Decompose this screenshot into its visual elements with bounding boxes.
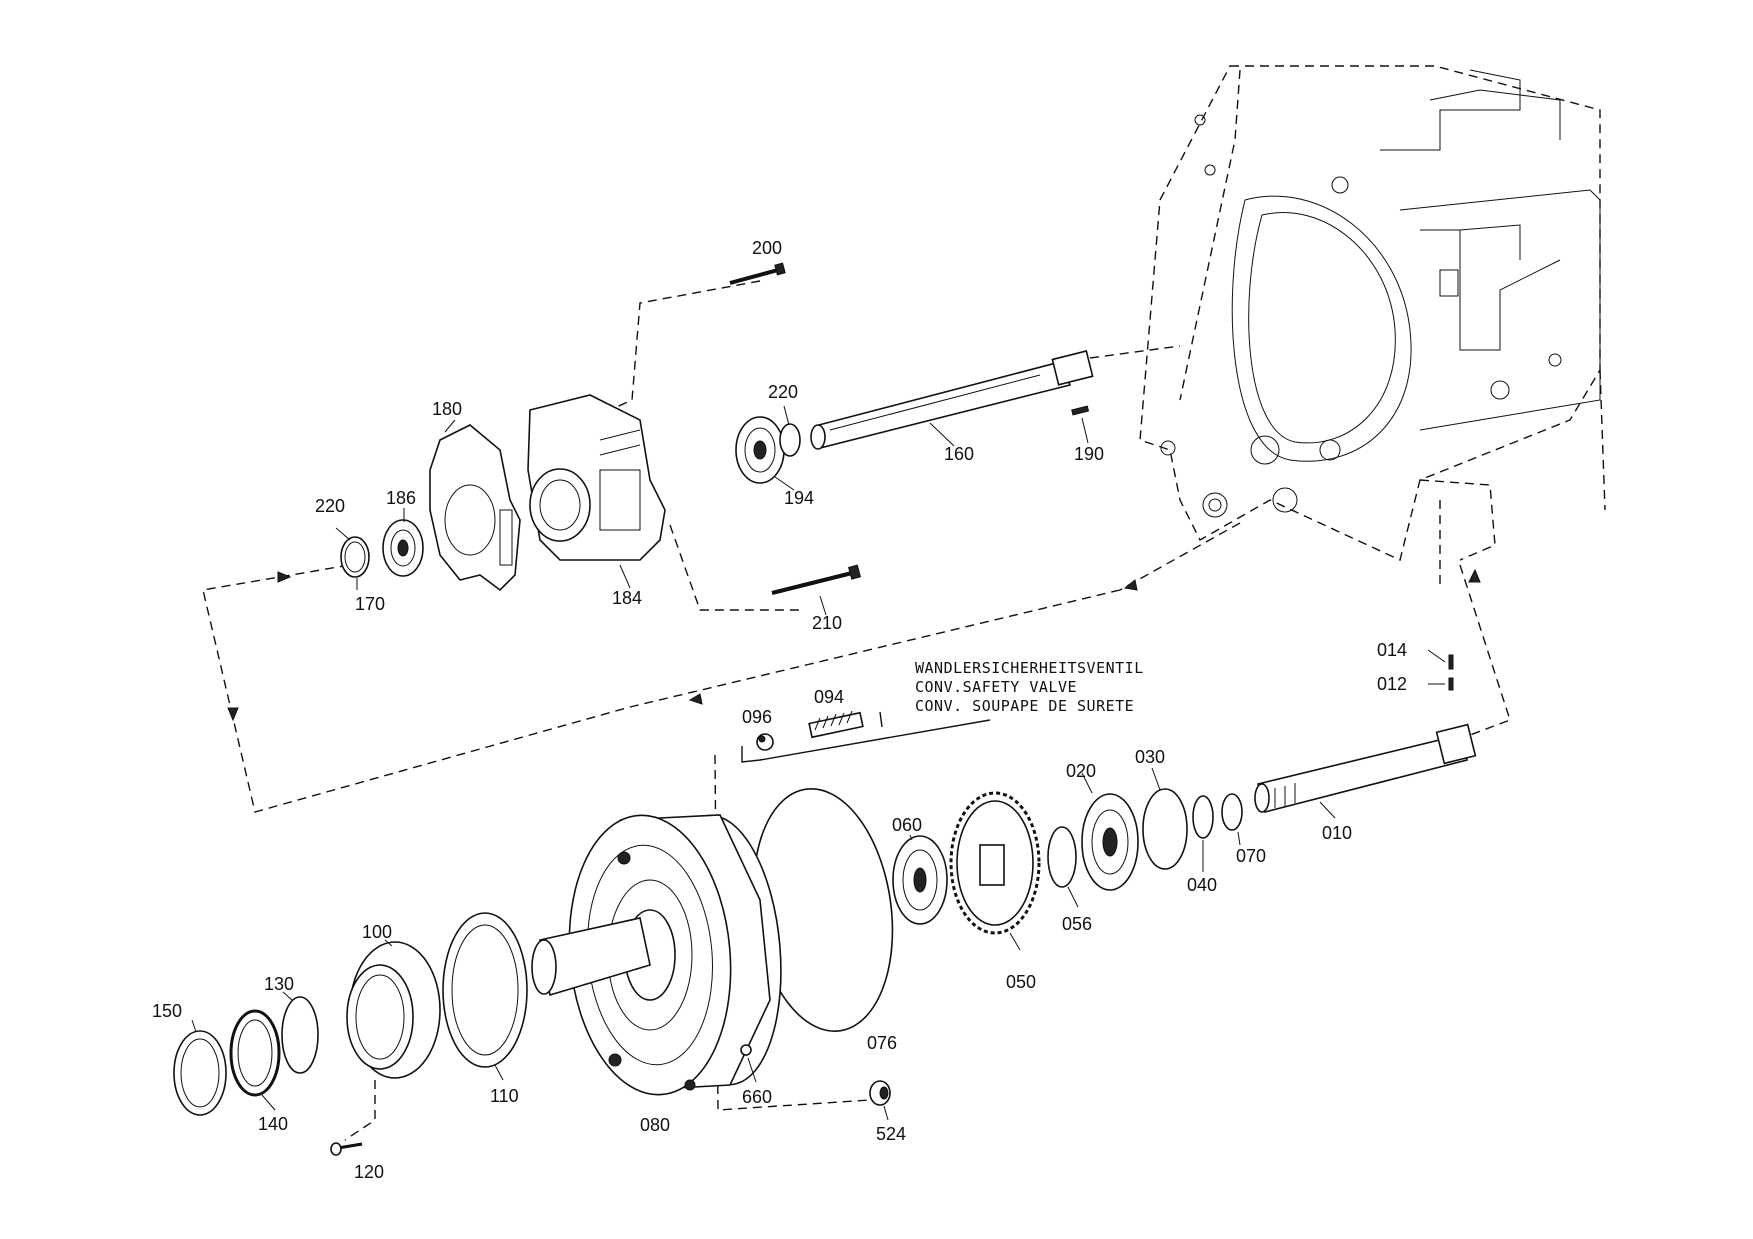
arrow-marker: [1123, 579, 1138, 591]
label-150: 150: [152, 1001, 182, 1021]
part-056-ring: [1047, 826, 1077, 888]
label-184: 184: [612, 588, 642, 608]
part-200-bolt: [729, 262, 786, 285]
part-220-ring: [779, 423, 801, 457]
part-labels: 200 220 180 160 190 220 186 194 184 170 …: [152, 238, 1407, 1182]
part-160-shaft: [810, 350, 1094, 450]
label-660: 660: [742, 1087, 772, 1107]
label-200: 200: [752, 238, 782, 258]
part-120-screw: [330, 1142, 363, 1156]
transmission-housing: [1139, 65, 1606, 590]
guide-line-160: [1089, 345, 1181, 359]
label-130: 130: [264, 974, 294, 994]
label-076: 076: [867, 1033, 897, 1053]
label-014: 014: [1377, 640, 1407, 660]
part-030-disc: [1142, 788, 1188, 870]
label-120: 120: [354, 1162, 384, 1182]
label-060: 060: [892, 815, 922, 835]
part-094-spring: [808, 710, 864, 739]
part-012-pin: [1448, 677, 1454, 691]
guide-line-524: [714, 754, 871, 1111]
label-056: 056: [1062, 914, 1092, 934]
part-130-ring: [281, 996, 319, 1074]
part-524-cap: [869, 1080, 891, 1106]
part-660-plug: [740, 1044, 752, 1056]
label-080: 080: [640, 1115, 670, 1135]
label-220-left: 220: [315, 496, 345, 516]
part-194-bearing: [735, 416, 785, 484]
label-050: 050: [1006, 972, 1036, 992]
arrow-marker: [277, 571, 292, 583]
part-180-gasket: [429, 424, 521, 592]
part-186-bearing: [382, 519, 424, 577]
guide-line-120: [344, 1080, 376, 1141]
guide-line-210: [669, 524, 800, 611]
guide-loop-left: [202, 564, 1121, 813]
part-096-ball: [756, 733, 774, 751]
guide-line-200: [609, 280, 761, 411]
part-170-ring: [340, 536, 370, 578]
part-020-bearing: [1081, 793, 1139, 891]
label-010: 010: [1322, 823, 1352, 843]
label-190: 190: [1074, 444, 1104, 464]
part-110-gasket: [442, 912, 528, 1068]
label-170: 170: [355, 594, 385, 614]
label-040: 040: [1187, 875, 1217, 895]
leader-lines: [191, 405, 1336, 1121]
label-194: 194: [784, 488, 814, 508]
label-070: 070: [1236, 846, 1266, 866]
caption-line-1: WANDLERSICHERHEITSVENTIL: [915, 659, 1144, 677]
part-040-ring: [1192, 795, 1214, 839]
label-220-right: 220: [768, 382, 798, 402]
part-100-flange: [346, 941, 441, 1079]
part-184-pump-housing: [527, 394, 666, 561]
label-100: 100: [362, 922, 392, 942]
label-140: 140: [258, 1114, 288, 1134]
part-010-shaft: [1254, 723, 1477, 813]
part-150-race: [173, 1030, 227, 1116]
part-070-ring: [1221, 793, 1243, 831]
part-190-key: [1071, 405, 1090, 416]
label-094: 094: [814, 687, 844, 707]
guide-line-housing: [1119, 522, 1241, 591]
label-180: 180: [432, 399, 462, 419]
part-140-race: [229, 1009, 281, 1097]
label-012: 012: [1377, 674, 1407, 694]
caption-leader-tick: [879, 711, 883, 728]
leader-014: [1427, 649, 1446, 663]
label-096: 096: [742, 707, 772, 727]
caption-line-2: CONV.SAFETY VALVE: [915, 678, 1077, 696]
part-210-bolt: [771, 564, 862, 595]
label-110: 110: [490, 1086, 519, 1106]
label-186: 186: [386, 488, 416, 508]
label-020: 020: [1066, 761, 1096, 781]
part-060-bearing: [892, 835, 948, 925]
part-014-pin: [1448, 654, 1454, 670]
arrow-marker: [688, 693, 703, 705]
label-210: 210: [812, 613, 842, 633]
label-524: 524: [876, 1124, 906, 1144]
label-160: 160: [944, 444, 974, 464]
caption-line-3: CONV. SOUPAPE DE SURETE: [915, 697, 1134, 715]
part-080-pump-assembly: [531, 814, 782, 1096]
label-030: 030: [1135, 747, 1165, 767]
arrow-marker: [1468, 568, 1481, 583]
caption-leader: [741, 719, 991, 763]
arrow-marker: [227, 707, 239, 722]
part-050-gear: [949, 791, 1041, 935]
guide-line-010: [1459, 564, 1511, 736]
